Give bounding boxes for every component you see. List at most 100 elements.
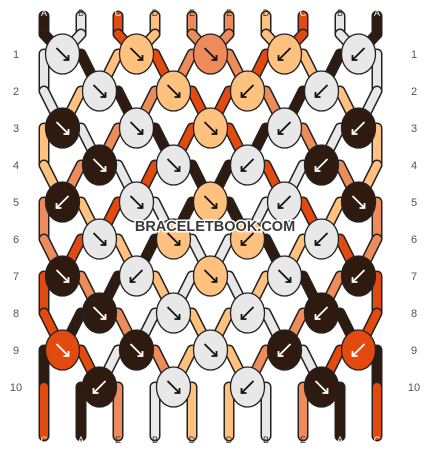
knot-arrowhead-icon <box>211 277 218 283</box>
knot <box>155 366 192 408</box>
knot-arrow-icon <box>129 343 144 357</box>
bottom-strand-label: C <box>41 435 48 445</box>
row-label-left: 3 <box>13 123 19 135</box>
knot-arrow-icon <box>55 195 70 209</box>
knot-arrow-icon <box>351 121 366 135</box>
knot-arrow-icon <box>351 47 366 61</box>
row-label-right: 3 <box>411 123 417 135</box>
knot-grid <box>44 33 377 408</box>
knot-arrow-icon <box>351 343 366 357</box>
knot <box>118 33 155 75</box>
knot <box>192 255 229 297</box>
knot-arrowhead-icon <box>63 129 70 135</box>
knot-arrowhead-icon <box>137 55 144 61</box>
row-label-left: 5 <box>13 197 19 209</box>
row-label-left: 1 <box>13 49 19 61</box>
knot-arrowhead-icon <box>240 240 247 246</box>
knot-arrowhead-icon <box>174 240 181 246</box>
knot <box>266 107 303 149</box>
row-label-left: 7 <box>13 271 19 283</box>
knot-arrowhead-icon <box>277 351 284 357</box>
knot-arrow-icon <box>240 158 255 172</box>
bottom-strand-label: D <box>189 435 196 445</box>
row-label-left: 10 <box>10 382 22 394</box>
knot-arrow-icon <box>203 195 218 209</box>
knot <box>229 292 266 334</box>
knot <box>229 218 266 260</box>
row-label-right: 7 <box>411 271 417 283</box>
knot <box>266 255 303 297</box>
top-strand-label: E <box>226 8 232 18</box>
bottom-strand-label: A <box>337 435 343 445</box>
knot-arrow-icon <box>92 306 107 320</box>
row-label-right: 1 <box>411 49 417 61</box>
knot <box>81 218 118 260</box>
knot <box>81 144 118 186</box>
top-strand-label: A <box>374 8 380 18</box>
knot-arrowhead-icon <box>314 92 321 98</box>
top-strand-label: D <box>263 8 270 18</box>
knot-arrow-icon <box>351 195 366 209</box>
knot-arrowhead-icon <box>129 277 136 283</box>
knot <box>192 329 229 371</box>
knot <box>340 255 377 297</box>
row-label-right: 10 <box>408 382 420 394</box>
bottom-strand-label: A <box>78 435 84 445</box>
knot-arrowhead-icon <box>55 203 62 209</box>
row-label-left: 9 <box>13 345 19 357</box>
knot <box>192 107 229 149</box>
bottom-strand-label: C <box>374 435 381 445</box>
knot-arrow-icon <box>55 47 70 61</box>
knot-arrow-icon <box>314 232 329 246</box>
knot-arrowhead-icon <box>351 351 358 357</box>
knot <box>155 218 192 260</box>
row-label-right: 5 <box>411 197 417 209</box>
knot-arrow-icon <box>166 158 181 172</box>
knot <box>192 181 229 223</box>
knot-arrow-icon <box>55 343 70 357</box>
knot-arrowhead-icon <box>174 92 181 98</box>
row-label-right: 9 <box>411 345 417 357</box>
knot-arrow-icon <box>314 84 329 98</box>
knot <box>303 144 340 186</box>
knot-arrow-icon <box>92 158 107 172</box>
knot-arrow-icon <box>92 232 107 246</box>
knot-arrow-icon <box>203 343 218 357</box>
top-strand-label: C <box>115 8 122 18</box>
knot-arrow-icon <box>314 306 329 320</box>
knot-arrowhead-icon <box>240 92 247 98</box>
bottom-strand-label: B <box>152 435 158 445</box>
knot-arrowhead-icon <box>211 351 218 357</box>
knot <box>340 107 377 149</box>
knot-arrow-icon <box>129 195 144 209</box>
knot <box>303 292 340 334</box>
top-strand-label: D <box>152 8 159 18</box>
knot-arrow-icon <box>277 121 292 135</box>
row-label-left: 4 <box>13 160 19 172</box>
knot <box>44 329 81 371</box>
knot-arrow-icon <box>92 84 107 98</box>
knot-arrow-icon <box>240 84 255 98</box>
knot-arrowhead-icon <box>314 314 321 320</box>
knot <box>81 366 118 408</box>
bottom-strand-label: B <box>263 435 269 445</box>
knot-arrow-icon <box>314 158 329 172</box>
knot-arrowhead-icon <box>137 203 144 209</box>
knot <box>229 70 266 112</box>
knot-arrowhead-icon <box>63 351 70 357</box>
knot <box>155 292 192 334</box>
knot-arrow-icon <box>277 47 292 61</box>
knot-arrowhead-icon <box>277 55 284 61</box>
knot <box>303 218 340 260</box>
knot <box>266 33 303 75</box>
knot <box>340 181 377 223</box>
knot-arrowhead-icon <box>100 166 107 172</box>
knot-arrow-icon <box>92 380 107 394</box>
knot-arrowhead-icon <box>277 129 284 135</box>
knot <box>303 70 340 112</box>
knot <box>118 107 155 149</box>
knot-arrow-icon <box>166 380 181 394</box>
knot-arrowhead-icon <box>359 203 366 209</box>
